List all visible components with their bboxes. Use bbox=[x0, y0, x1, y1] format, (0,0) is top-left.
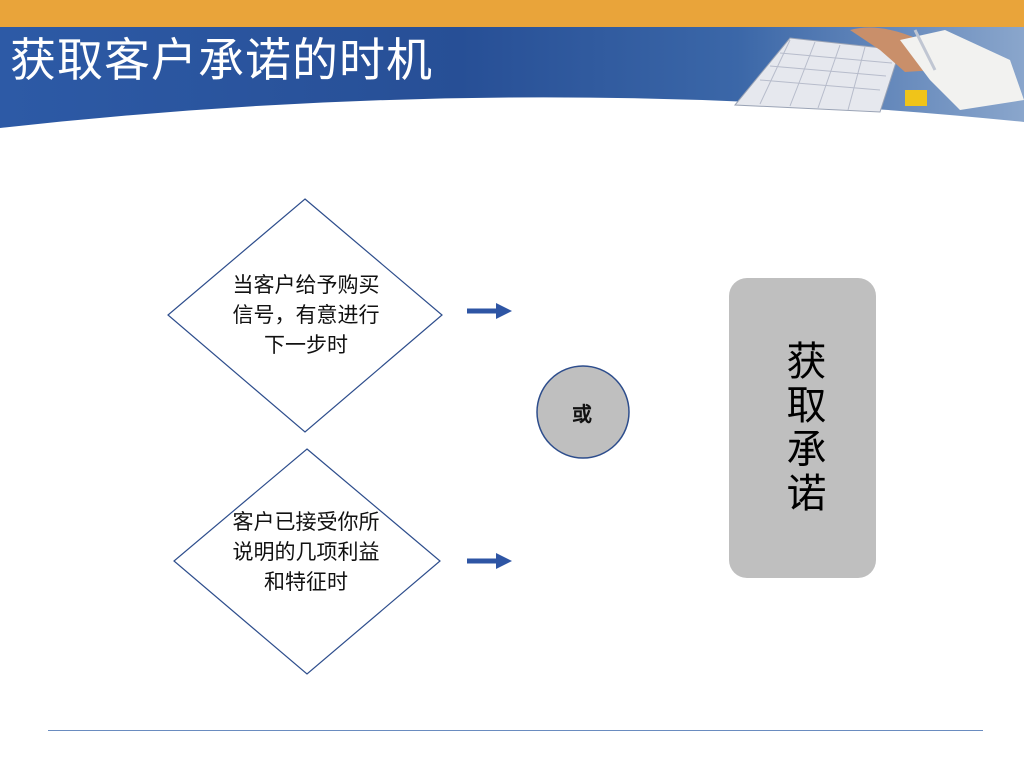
header-banner bbox=[0, 0, 1024, 128]
header-blue-band bbox=[0, 27, 1024, 128]
result-label: 获取承诺 bbox=[779, 340, 826, 516]
slide-header: 获取客户承诺的时机 bbox=[0, 0, 1024, 140]
or-connector-label: 或 bbox=[572, 402, 592, 426]
or-connector-circle bbox=[536, 365, 630, 459]
condition-text-buying-signal: 当客户给予购买信号，有意进行下一步时 bbox=[232, 273, 380, 357]
footer-divider bbox=[48, 730, 983, 731]
condition-diamond-1 bbox=[167, 198, 443, 433]
keyboard-hand-photo bbox=[733, 27, 1024, 113]
right-arrow-icon bbox=[467, 553, 512, 569]
right-arrow-icon bbox=[467, 303, 512, 319]
slide-title: 获取客户承诺的时机 bbox=[10, 33, 433, 87]
condition-diamond-2 bbox=[173, 448, 441, 675]
result-box: 获取承诺 bbox=[729, 278, 876, 578]
condition-text-benefits-accepted: 客户已接受你所说明的几项利益和特征时 bbox=[232, 510, 380, 594]
header-gold-strip bbox=[0, 0, 1024, 27]
